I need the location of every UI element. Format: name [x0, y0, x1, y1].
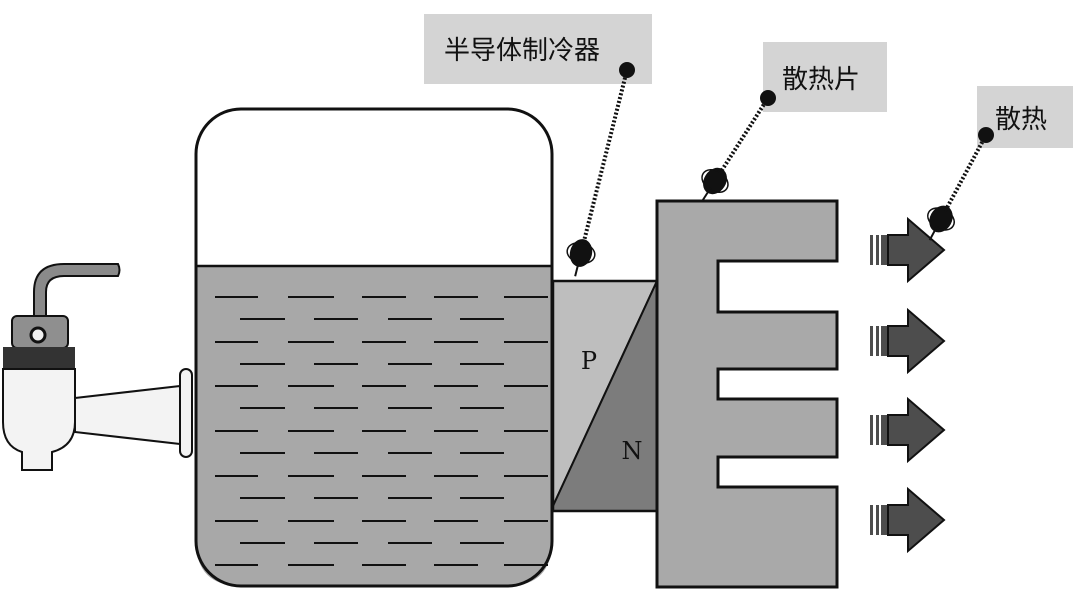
label-cooler-text: 半导体制冷器 [444, 36, 600, 66]
callout-leader [701, 90, 776, 202]
callout-tip [701, 167, 729, 202]
label-heatsink-box [763, 42, 887, 112]
label-cooler-box [424, 14, 652, 84]
heat-arrow [870, 486, 946, 554]
callout-tip [927, 205, 955, 241]
label-heatsink: 散热片 [763, 42, 887, 112]
semiconductor-cooler: P N [551, 279, 659, 513]
faucet-collar [3, 347, 75, 369]
label-dissipation-text: 散热 [995, 105, 1047, 135]
faucet-spout-pipe [33, 263, 121, 319]
faucet-connector [74, 384, 181, 446]
callout-leader [566, 62, 635, 277]
heat-arrow [870, 396, 946, 464]
heat-arrow [870, 307, 946, 375]
callout-leader [927, 127, 994, 241]
callout-dot [760, 90, 776, 106]
faucet [2, 263, 193, 471]
faucet-valve-icon [29, 326, 47, 344]
callout-leaders [566, 62, 994, 277]
n-label: N [622, 437, 643, 465]
callout-dot [978, 127, 994, 143]
label-cooler: 半导体制冷器 [424, 14, 652, 84]
label-heatsink-text: 散热片 [782, 65, 860, 95]
callout-tip [566, 239, 596, 277]
heat-arrows [870, 216, 946, 554]
heat-arrow [870, 216, 946, 284]
faucet-flange [179, 368, 193, 458]
tank-water [196, 266, 552, 586]
heat-sink [655, 199, 839, 589]
water-tank [194, 107, 554, 588]
p-label: P [581, 347, 597, 375]
faucet-body [2, 368, 76, 471]
water-wave-lines [215, 296, 548, 566]
callout-dot [619, 62, 635, 78]
